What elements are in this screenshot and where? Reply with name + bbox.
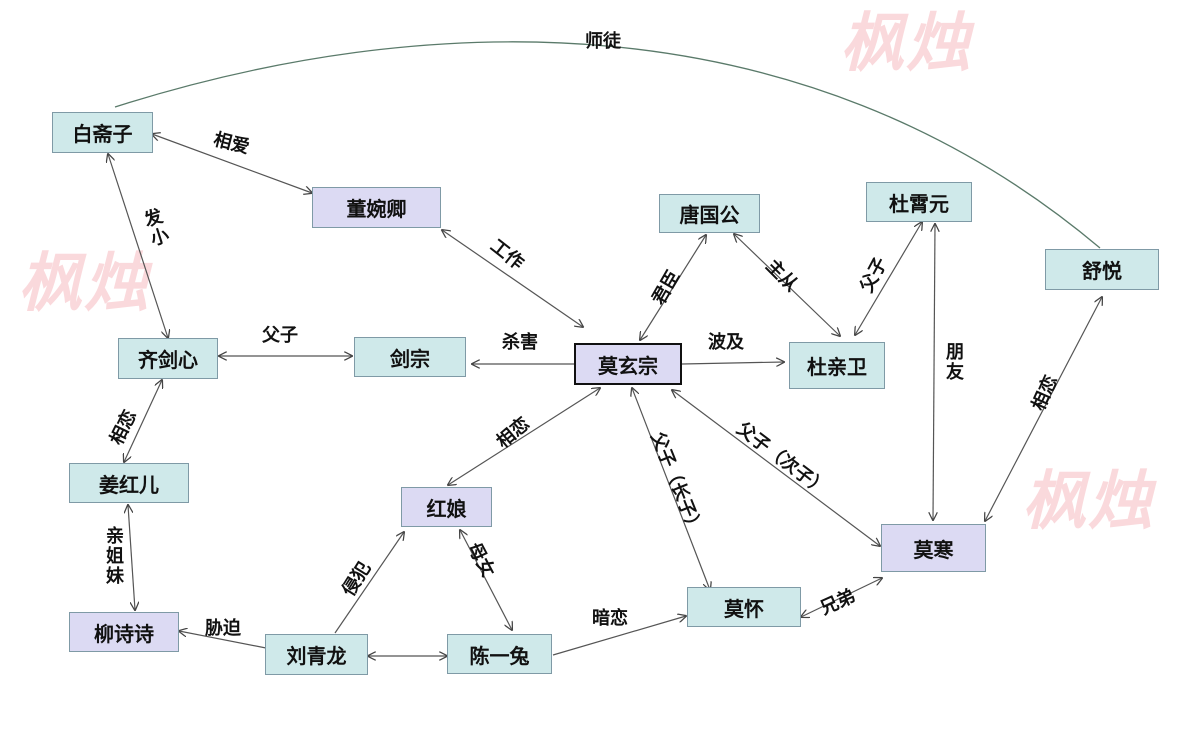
- edge-hongniang-chen: [460, 530, 512, 630]
- label-pengyou: 朋友: [943, 342, 964, 382]
- edge-liuqing-hongniang: [334, 532, 404, 634]
- node-duxiao: 杜霄元: [866, 182, 972, 222]
- edge-bai-qi: [108, 154, 168, 338]
- node-shu: 舒悦: [1045, 249, 1159, 290]
- label-anlian: 暗恋: [592, 608, 628, 629]
- edge-duxiao-duqin: [855, 222, 922, 335]
- node-mohan: 莫寒: [881, 524, 986, 572]
- node-liuqing: 刘青龙: [265, 634, 368, 675]
- node-chen: 陈一兔: [447, 634, 552, 674]
- edge-mo-duqin: [681, 362, 784, 364]
- edge-qi-jiang: [124, 380, 162, 462]
- label-xiepo: 胁迫: [205, 618, 241, 639]
- node-dong: 董婉卿: [312, 187, 441, 228]
- edge-jiang-liu: [128, 505, 135, 610]
- edge-duxiao-mohan: [933, 224, 935, 520]
- node-hongniang: 红娘: [401, 487, 492, 527]
- node-liu: 柳诗诗: [69, 612, 179, 652]
- edge-shu-mohan: [985, 297, 1102, 521]
- label-shitu: 师徒: [585, 31, 621, 52]
- edge-bai-shu-mentor: [114, 41, 1101, 249]
- edge-liuqing-liu: [179, 631, 267, 649]
- node-qi: 齐剑心: [118, 338, 218, 379]
- node-duqin: 杜亲卫: [789, 342, 885, 389]
- node-jiang: 姜红儿: [69, 463, 189, 503]
- edge-mo-mohuai: [632, 388, 710, 590]
- edge-dong-mo: [442, 230, 583, 327]
- node-bai: 白斋子: [52, 112, 153, 153]
- edge-bai-dong: [152, 134, 312, 193]
- node-tang: 唐国公: [659, 194, 760, 233]
- node-jianzong: 剑宗: [354, 337, 466, 377]
- label-qinjiemei: 亲姐妹: [103, 526, 124, 586]
- label-shahai: 杀害: [502, 332, 538, 353]
- label-fuzi-qi: 父子: [262, 325, 298, 346]
- watermark-top-right: 枫烛: [840, 7, 972, 81]
- edge-chen-mohuai: [552, 616, 686, 656]
- label-boji: 波及: [708, 332, 744, 353]
- edge-mohuai-mohan: [801, 578, 882, 617]
- edge-mo-tang: [640, 235, 706, 340]
- node-mohuai: 莫怀: [687, 587, 801, 627]
- node-mo: 莫玄宗: [574, 343, 682, 385]
- edge-tang-duqin: [734, 234, 840, 336]
- edge-mo-hongniang: [448, 388, 600, 485]
